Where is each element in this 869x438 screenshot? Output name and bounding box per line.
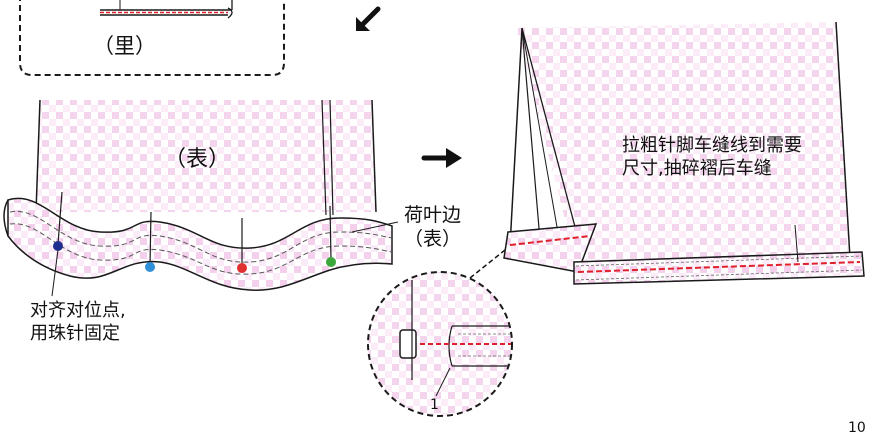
pin-blue [145, 211, 155, 272]
outer-side-label: （表） [164, 147, 231, 172]
skirt-gathered-view [503, 21, 865, 285]
page-number: 10 [848, 420, 866, 436]
pin-green [326, 205, 336, 267]
arrow-down-left-icon [356, 6, 381, 31]
align-instruction-line1: 对齐对位点, [30, 300, 126, 321]
inner-side-label: （里） [93, 34, 156, 58]
ruffle-leader-line [351, 221, 399, 233]
ruffle-label: 荷叶边 （表） [404, 204, 461, 252]
magnifier-connector [469, 249, 506, 279]
skirt-outer-view [35, 99, 377, 216]
align-instruction-line2: 用珠针固定 [30, 322, 120, 344]
detail-magnifier [367, 271, 513, 417]
ruffle-label-line2: （表） [404, 227, 462, 250]
callout-number: 1 [430, 397, 439, 413]
gather-instruction-line2: 尺寸,抽碎褶后车缝 [622, 157, 772, 179]
gather-instruction: 拉粗针脚车缝线到需要 尺寸,抽碎褶后车缝 [622, 135, 802, 180]
gather-instruction-line1: 拉粗针脚车缝线到需要 [622, 135, 802, 156]
ruffle-band [3, 197, 393, 291]
inner-view-inset [19, 0, 285, 76]
arrow-right-icon [421, 148, 462, 168]
align-instruction: 对齐对位点, 用珠针固定 [30, 300, 126, 345]
ruffle-label-line1: 荷叶边 [404, 204, 462, 226]
pin-navy [53, 191, 63, 251]
align-leader-line [51, 249, 59, 297]
pin-red [237, 218, 247, 273]
